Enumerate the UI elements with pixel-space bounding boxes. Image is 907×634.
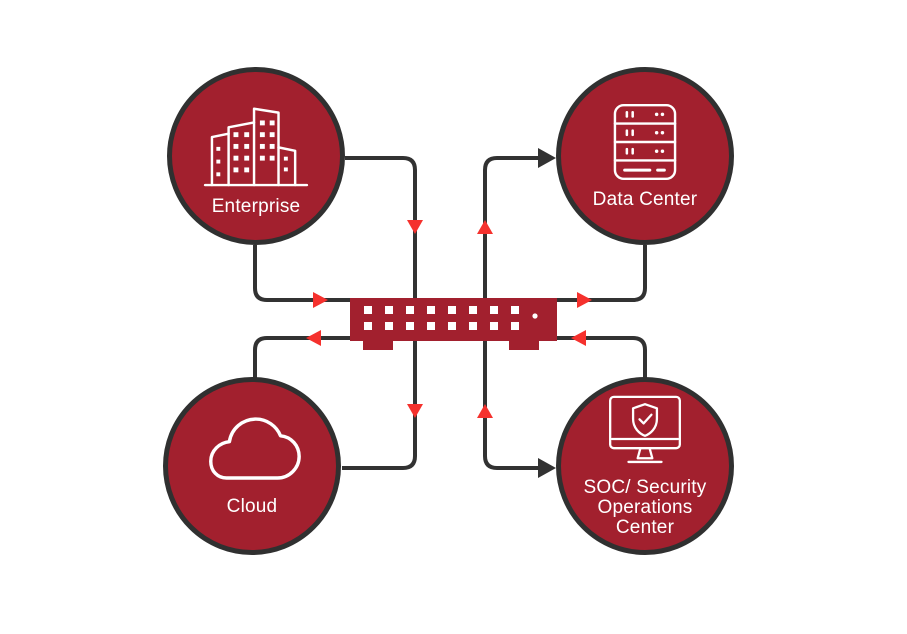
red-arrow-up-top-right	[477, 220, 493, 234]
node-label-enterprise: Enterprise	[211, 195, 301, 217]
red-arrow-right-right-top	[577, 292, 592, 308]
switch-ports	[364, 306, 519, 330]
link-enterprise-to-hub-left	[253, 245, 350, 302]
server-rack-icon	[613, 103, 677, 180]
network-switch	[350, 298, 557, 350]
red-arrow-down-bottom-left	[407, 404, 423, 418]
red-arrow-right-left-top	[313, 292, 328, 308]
switch-body	[350, 298, 557, 341]
black-arrowhead-into-datacenter	[538, 148, 556, 168]
building-icon	[203, 107, 309, 186]
link-hub-to-soc-right	[557, 336, 647, 378]
monitor-shield-check-icon	[609, 395, 681, 463]
link-enterprise-to-hub-top	[345, 156, 417, 298]
switch-led-dot	[532, 313, 538, 319]
link-hub-to-soc-bottom	[483, 341, 540, 470]
link-hub-to-datacenter-top	[483, 156, 540, 298]
node-soc: SOC/ Security Operations Center	[556, 377, 734, 555]
node-cloud: Cloud	[163, 377, 341, 555]
link-hub-to-cloud-left	[253, 336, 350, 378]
link-hub-to-cloud-bottom	[342, 341, 417, 470]
red-arrow-left-right-bottom	[571, 330, 586, 346]
switch-foot-right	[509, 341, 539, 350]
black-arrowhead-into-soc	[538, 458, 556, 478]
node-label-data-center: Data Center	[592, 188, 698, 210]
link-hub-to-datacenter-right	[557, 245, 647, 302]
red-arrow-down-top-left	[407, 220, 423, 234]
switch-foot-left	[363, 341, 393, 350]
node-enterprise: Enterprise	[167, 67, 345, 245]
red-arrow-up-bottom-right	[477, 404, 493, 418]
node-data-center: Data Center	[556, 67, 734, 245]
cloud-icon	[209, 417, 301, 480]
red-arrow-left-left-bottom	[306, 330, 321, 346]
node-label-soc: SOC/ Security Operations Center	[583, 476, 707, 538]
node-label-cloud: Cloud	[226, 496, 278, 517]
